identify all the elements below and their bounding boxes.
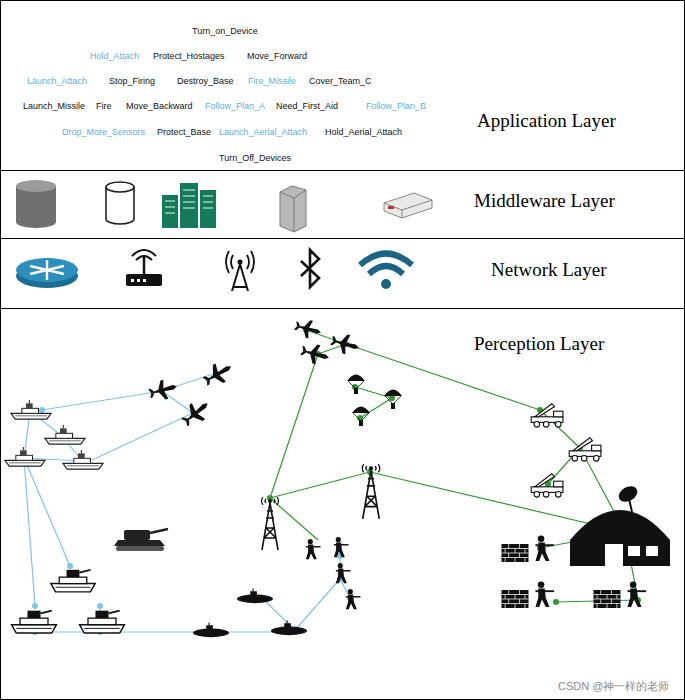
middleware-icons (16, 180, 432, 232)
command-label: Hold_Aerial_Attach (325, 127, 402, 138)
command-label: Cover_Team_C (309, 76, 372, 87)
layer-band: Perception Layer (0, 308, 685, 700)
command-label: Follow_Plan_B (366, 101, 426, 112)
perception-figures (5, 317, 670, 637)
command-label: Hold_Attach (90, 51, 139, 62)
blue-network-dots (21, 370, 353, 635)
command-label: Turn_on_Device (192, 26, 258, 37)
command-label: Launch_Missile (23, 101, 85, 112)
command-label: Protect_Base (157, 127, 211, 138)
layer-band: Network Layer (0, 238, 685, 309)
command-label: Stop_Firing (109, 76, 155, 87)
command-label: Destroy_Base (177, 76, 234, 87)
layer-title: Perception Layer (474, 333, 604, 355)
watermark: CSDN @神一样的老师 (558, 681, 669, 692)
command-label: Turn_Off_Devices (219, 153, 291, 164)
command-label: Fire_Missile (248, 76, 296, 87)
command-label: Protect_Hostages (153, 51, 225, 62)
command-label: Launch_Attach (27, 76, 87, 87)
layer-band: Middleware Layer (0, 170, 685, 239)
layer-title: Network Layer (491, 259, 607, 281)
command-label: Need_First_Aid (276, 101, 338, 112)
layer-title: Middleware Layer (474, 190, 615, 212)
layer-title: Application Layer (477, 110, 616, 132)
command-label: Move_Forward (247, 51, 307, 62)
command-label: Fire (96, 101, 112, 112)
command-label: Move_Backward (126, 101, 193, 112)
command-label: Follow_Plan_A (205, 101, 265, 112)
command-label: Launch_Aerial_Attach (219, 127, 307, 138)
blue-network-links (24, 373, 350, 632)
network-icons (16, 250, 412, 291)
command-label: Drop_More_Sensors (62, 127, 145, 138)
